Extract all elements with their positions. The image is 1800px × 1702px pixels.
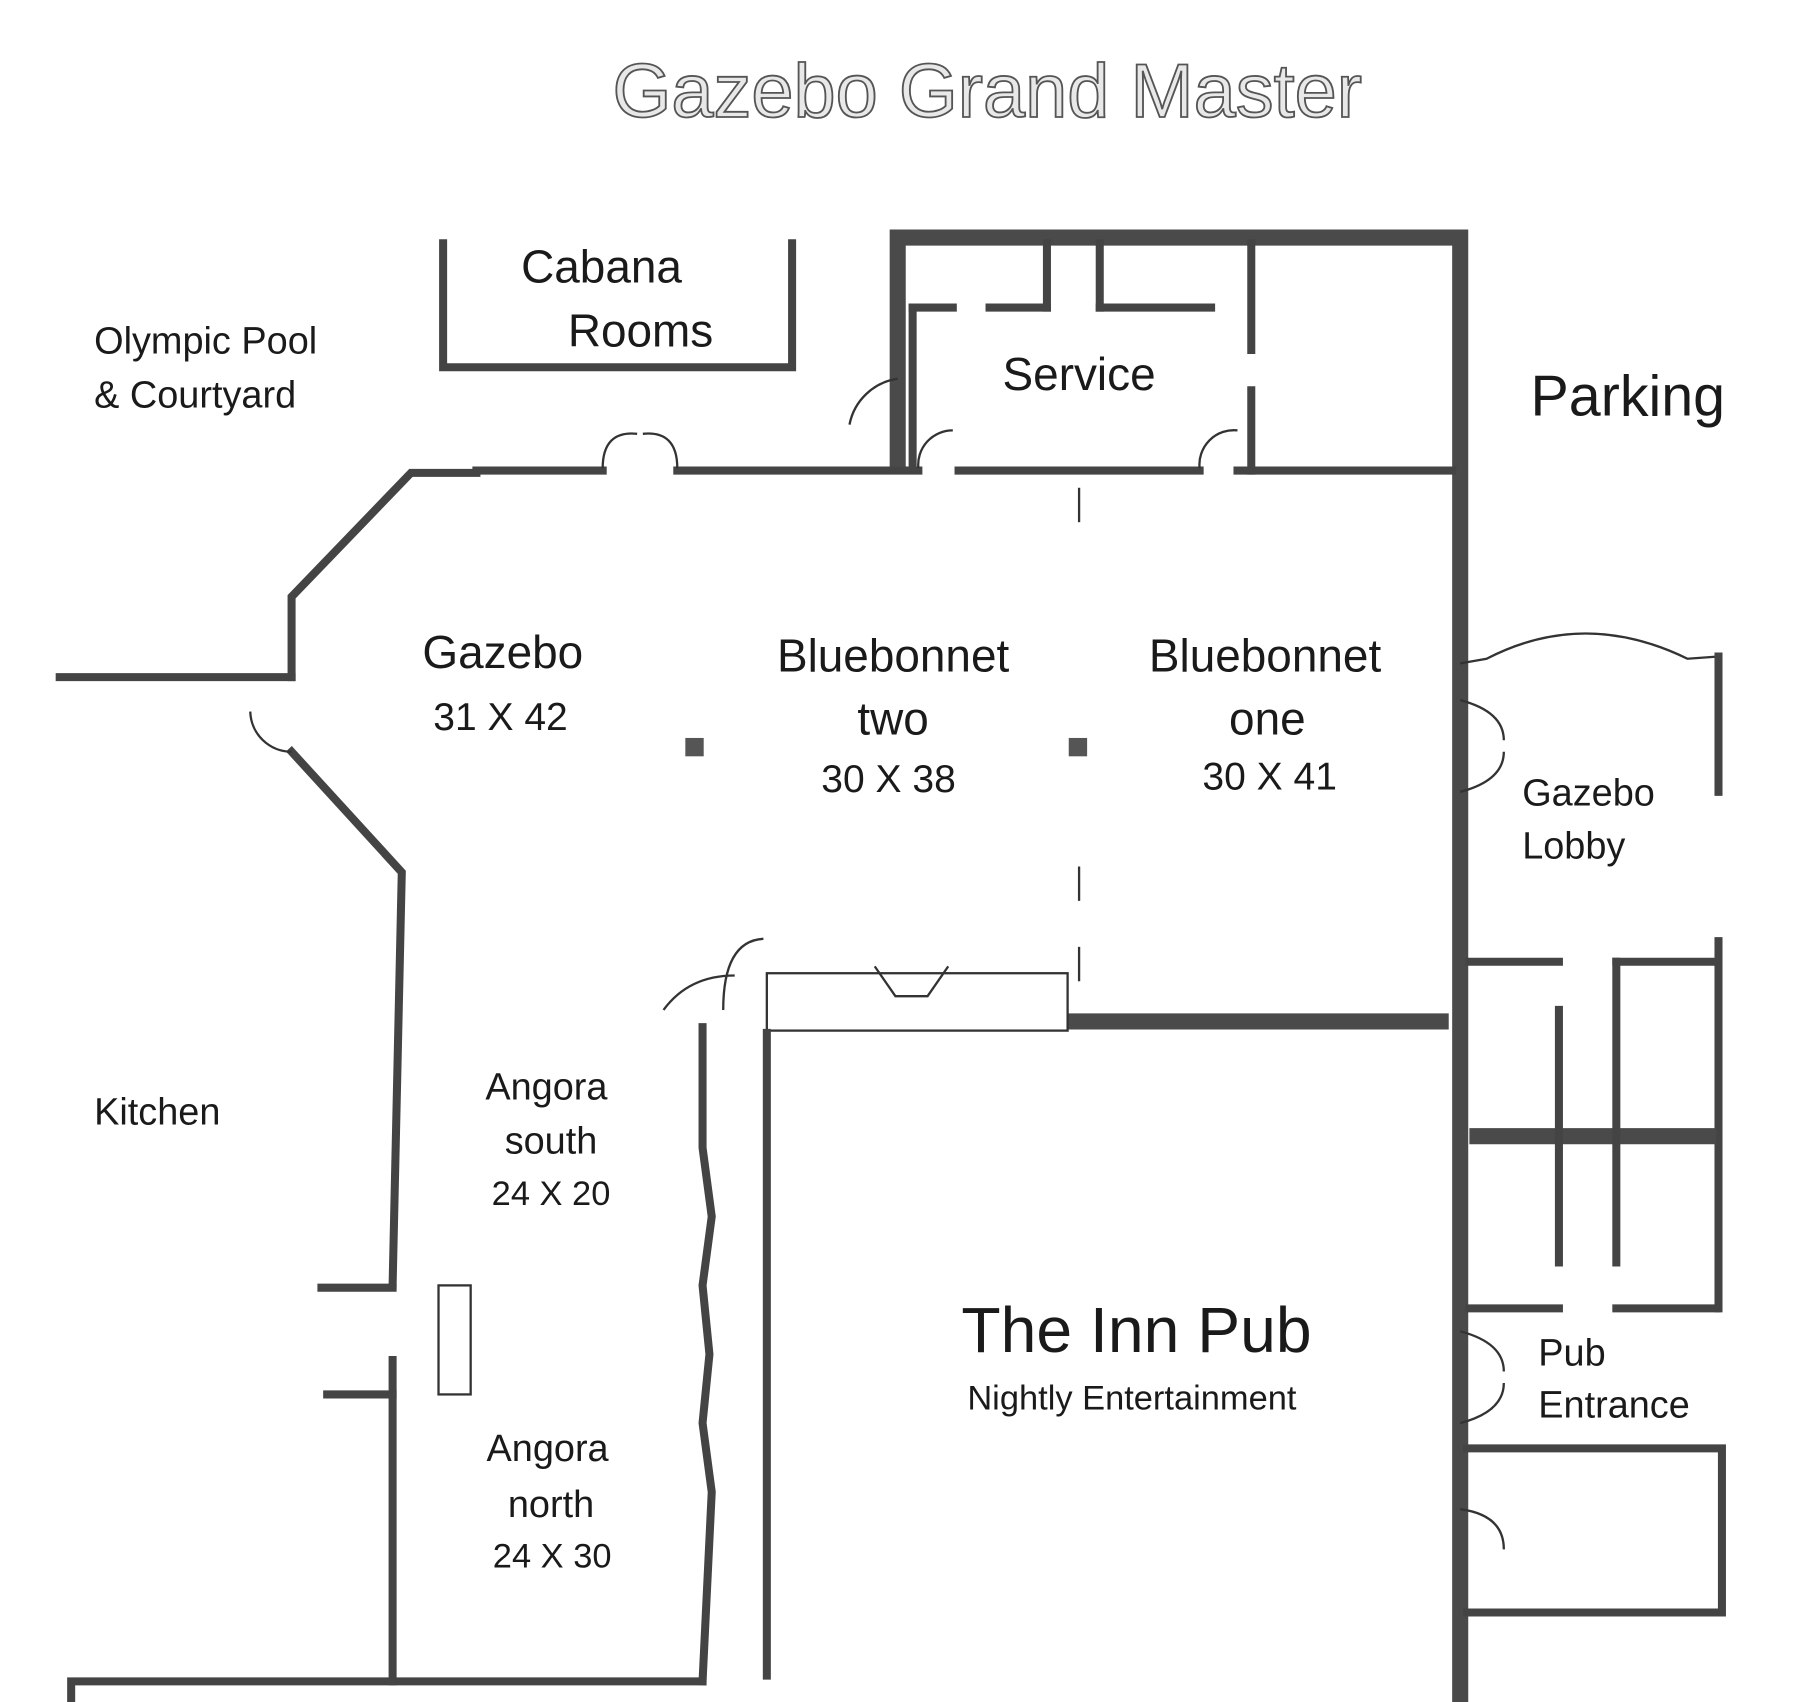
angora-north-size: 24 X 30 [493, 1538, 612, 1576]
page-title: Gazebo Grand Master [612, 49, 1362, 134]
column [685, 737, 704, 757]
gazebo-lobby-line1: Gazebo [1522, 773, 1655, 815]
angora-partition-wall [698, 1023, 716, 1686]
pool-label-line2: & Courtyard [94, 374, 296, 416]
angora-north-name2: north [508, 1484, 594, 1526]
pool-label-line1: Olympic Pool [94, 320, 317, 362]
parking-label: Parking [1531, 364, 1726, 428]
pub-entrance-line1: Pub [1538, 1333, 1605, 1375]
bluebonnet-two-size: 30 X 38 [821, 758, 956, 801]
pub-entrance-line2: Entrance [1538, 1384, 1690, 1426]
gazebo-name: Gazebo [422, 626, 583, 678]
walls [55, 229, 1726, 1702]
cabana-wall [439, 239, 797, 372]
bluebonnet-two-name: Bluebonnet [777, 629, 1010, 681]
column [1068, 737, 1088, 757]
angora-south-name: Angora [485, 1066, 608, 1108]
service-outer-wall [889, 229, 1469, 1702]
service-label: Service [1003, 348, 1156, 400]
cabana-label-line1: Cabana [521, 240, 682, 292]
inn-pub-name: The Inn Pub [961, 1294, 1311, 1366]
bluebonnet-one-size: 30 X 41 [1202, 756, 1337, 799]
angora-south-size: 24 X 20 [492, 1175, 611, 1213]
gazebo-octagon-wall [287, 468, 481, 682]
gazebo-size: 31 X 42 [433, 696, 568, 739]
angora-south-name2: south [505, 1120, 598, 1162]
angora-north-name: Angora [487, 1428, 610, 1470]
bluebonnet-two-name2: two [857, 693, 928, 745]
kitchen-label: Kitchen [94, 1092, 220, 1134]
bluebonnet-one-name2: one [1229, 693, 1306, 745]
inn-pub-subtitle: Nightly Entertainment [967, 1379, 1297, 1417]
cabana-label-line2: Rooms [568, 305, 713, 357]
gazebo-lobby-line2: Lobby [1522, 825, 1625, 867]
bluebonnet-one-name: Bluebonnet [1149, 629, 1382, 681]
